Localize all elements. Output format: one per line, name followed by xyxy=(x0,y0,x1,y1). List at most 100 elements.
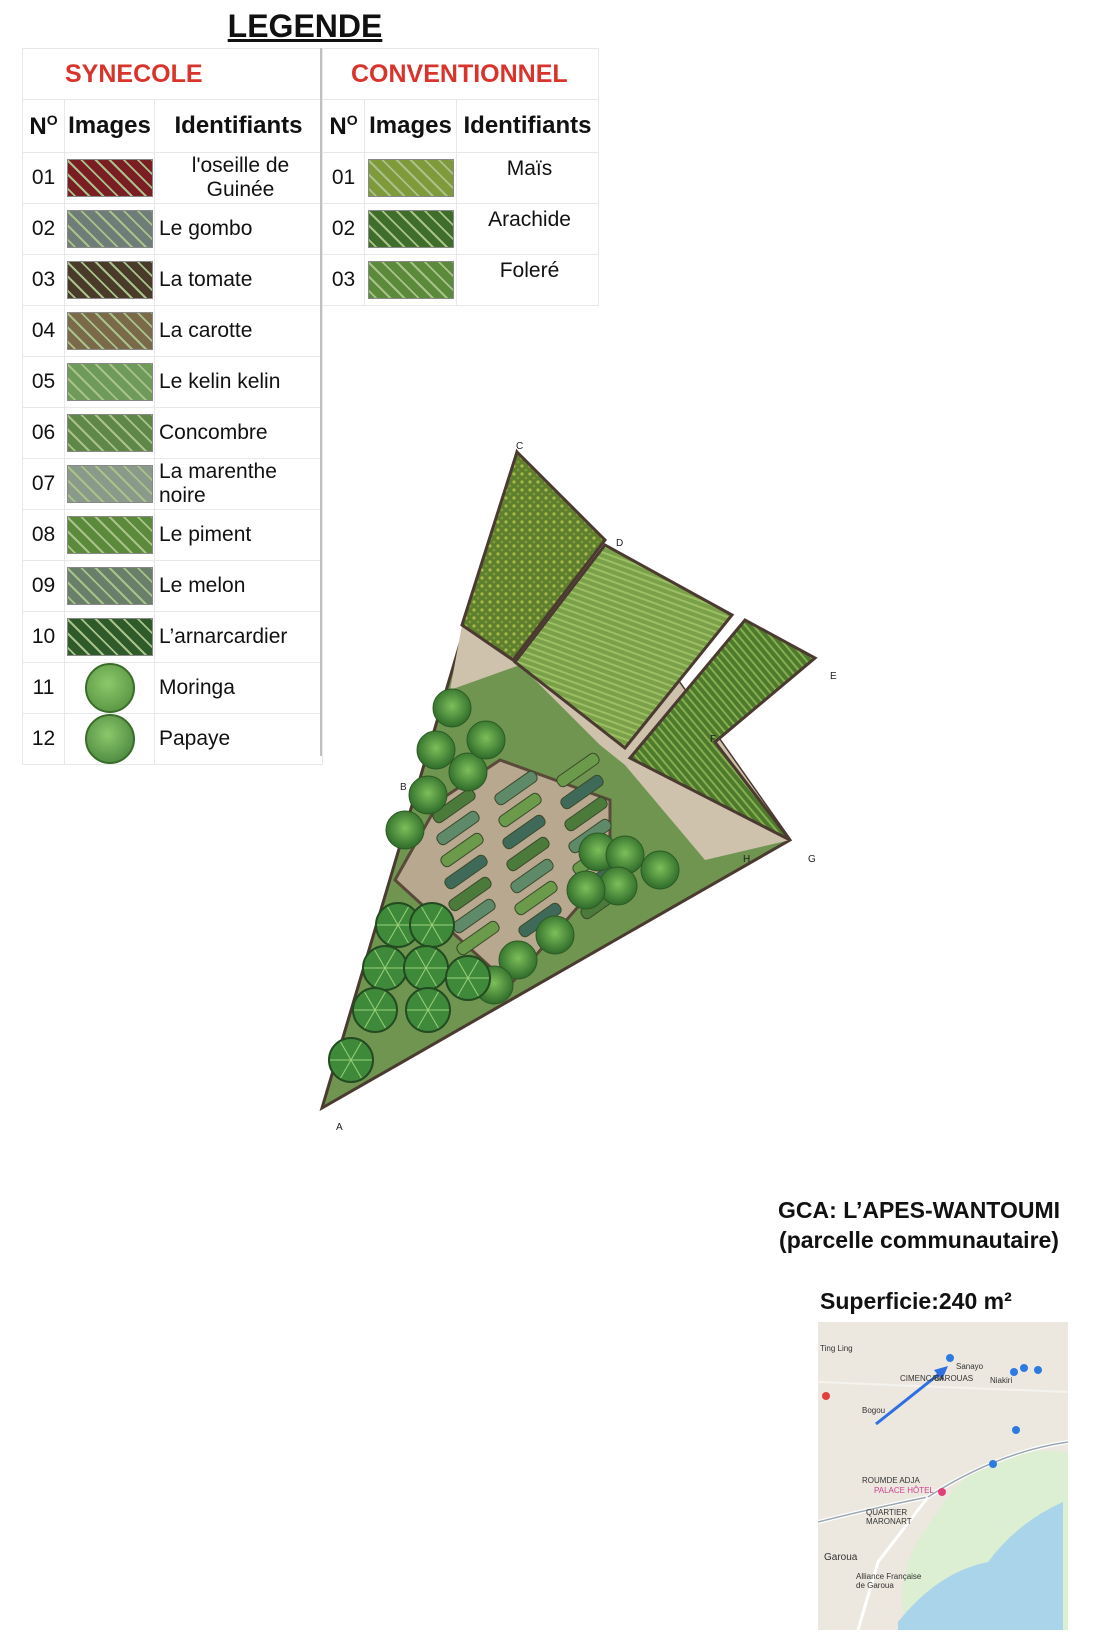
map-pin-icon xyxy=(946,1354,954,1362)
row-number: 07 xyxy=(22,458,65,510)
synecole-col-images: Images xyxy=(64,99,155,153)
moringa-tree xyxy=(416,730,456,770)
row-image-cell xyxy=(64,254,155,306)
row-image-cell xyxy=(364,152,457,204)
row-identifier: Foleré xyxy=(455,254,600,306)
plant-thumbnail xyxy=(66,312,153,350)
synecole-row: 01 l'oseille de Guinée xyxy=(22,152,324,204)
row-image-cell xyxy=(64,611,155,663)
conventionnel-row: 03 Foleré xyxy=(322,254,600,306)
point-label: A xyxy=(336,1122,343,1133)
garden-bed xyxy=(514,880,558,916)
map-pin-icon xyxy=(1010,1368,1018,1376)
moringa-tree xyxy=(385,810,425,850)
plant-thumbnail xyxy=(66,210,153,248)
field-mais xyxy=(460,449,607,663)
point-label: B xyxy=(400,782,407,793)
row-number: 01 xyxy=(322,152,365,204)
row-number: 11 xyxy=(22,662,65,714)
row-image-cell xyxy=(364,203,457,255)
table-divider xyxy=(320,48,322,756)
row-identifier: Le gombo xyxy=(153,203,324,255)
plant-thumbnail xyxy=(66,465,153,503)
gca-title-line1: GCA: L’APES-WANTOUMI xyxy=(778,1197,1060,1223)
map-graphics xyxy=(818,1322,1068,1630)
point-label: G xyxy=(808,854,816,865)
row-identifier: Concombre xyxy=(153,407,324,459)
row-identifier: La tomate xyxy=(153,254,324,306)
plant-thumbnail xyxy=(66,159,153,197)
moringa-tree xyxy=(448,752,488,792)
row-image-cell xyxy=(64,152,155,204)
row-identifier: Le kelin kelin xyxy=(153,356,324,408)
garden-bed xyxy=(556,752,600,788)
row-image-cell xyxy=(64,356,155,408)
synecole-heading: SYNECOLE xyxy=(21,48,324,100)
row-identifier: La carotte xyxy=(153,305,324,357)
location-map: Ting Ling Sanayo Niakiri Bogou ROUMDE AD… xyxy=(818,1322,1068,1630)
surface-area: Superficie:240 m² xyxy=(820,1288,1012,1314)
plant-thumbnail xyxy=(66,261,153,299)
plant-thumbnail xyxy=(367,159,454,197)
row-image-cell xyxy=(364,254,457,306)
row-number: 01 xyxy=(22,152,65,204)
conventionnel-heading: CONVENTIONNEL xyxy=(321,48,600,100)
garden-bed xyxy=(560,774,604,810)
bed-rows xyxy=(432,752,624,956)
garden-bed xyxy=(440,832,484,868)
row-number: 02 xyxy=(22,203,65,255)
map-label: SAROUAS xyxy=(934,1374,974,1383)
map-label: Alliance Française de Garoua xyxy=(856,1572,922,1590)
tree-icon xyxy=(84,663,135,713)
garden-bed xyxy=(448,876,492,912)
synecole-row: 02 Le gombo xyxy=(22,203,324,255)
map-pin-icon xyxy=(1020,1364,1028,1372)
direction-arrow xyxy=(875,1368,945,1426)
garden-bed xyxy=(456,920,500,956)
conventionnel-col-ident: Identifiants xyxy=(455,99,600,153)
row-identifier: L’arnarcardier xyxy=(153,611,324,663)
plant-thumbnail xyxy=(66,516,153,554)
field-arachide xyxy=(512,543,735,751)
conventionnel-col-images: Images xyxy=(364,99,457,153)
row-number: 09 xyxy=(22,560,65,612)
moringa-tree xyxy=(640,850,680,890)
plant-thumbnail xyxy=(66,363,153,401)
point-label: F xyxy=(710,734,716,745)
garden-bed xyxy=(432,788,476,824)
row-image-cell xyxy=(64,458,155,510)
row-image-cell xyxy=(64,713,155,765)
map-label: ROUMDE ADJA xyxy=(862,1476,920,1485)
gca-title-line2: (parcelle communautaire) xyxy=(779,1227,1059,1253)
plant-thumbnail xyxy=(66,414,153,452)
map-label: Sanayo xyxy=(956,1362,984,1371)
moringa-tree xyxy=(466,720,506,760)
garden-bed xyxy=(494,770,538,806)
row-identifier: l'oseille de Guinée xyxy=(153,152,324,204)
row-number: 02 xyxy=(322,203,365,255)
row-number: 08 xyxy=(22,509,65,561)
garden-bed xyxy=(436,810,480,846)
plant-thumbnail xyxy=(66,618,153,656)
row-identifier: La marenthe noire xyxy=(153,458,324,510)
row-number: 03 xyxy=(322,254,365,306)
map-label: Niakiri xyxy=(990,1376,1013,1385)
row-identifier: Le melon xyxy=(153,560,324,612)
conventionnel-col-no: NO xyxy=(322,99,365,153)
map-label: Ting Ling xyxy=(820,1344,853,1353)
tree-icon xyxy=(84,714,135,764)
map-label: CIMENCAM xyxy=(900,1374,944,1383)
garden-bed xyxy=(444,854,488,890)
row-image-cell xyxy=(64,203,155,255)
row-image-cell xyxy=(64,509,155,561)
tree-group xyxy=(328,688,680,1083)
